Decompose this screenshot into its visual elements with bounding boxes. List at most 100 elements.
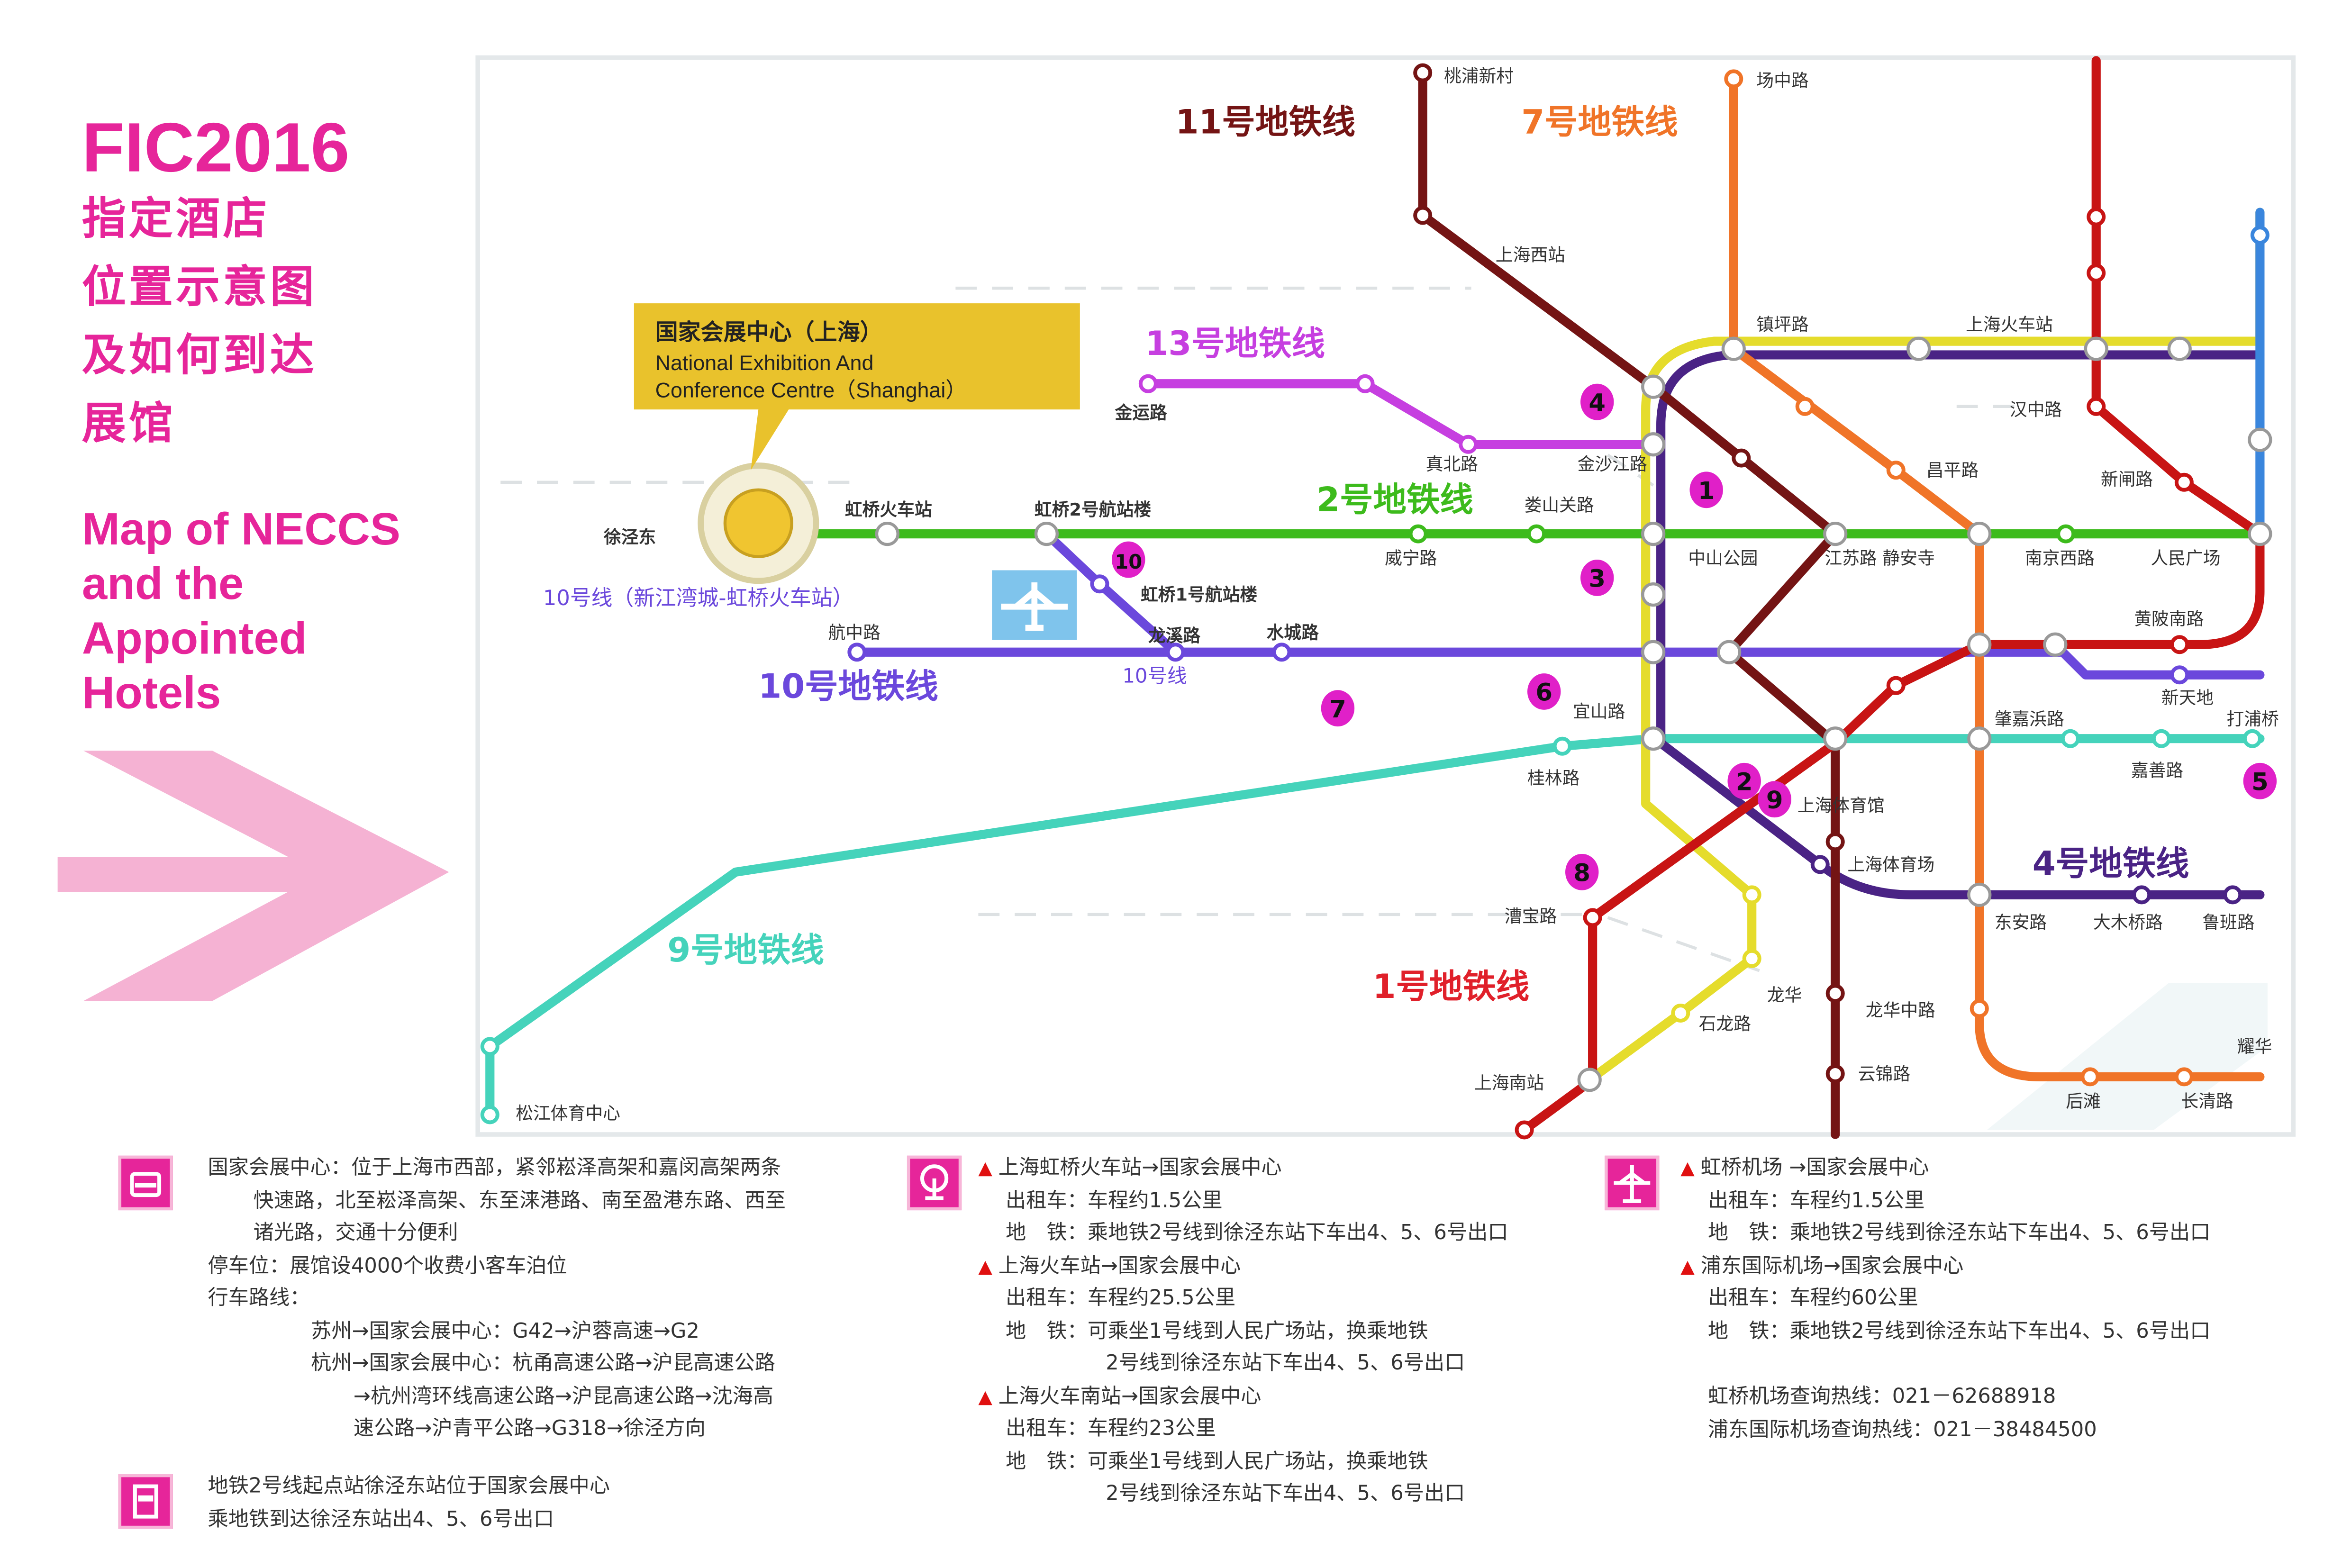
info-line: 地 铁：乘地铁2号线到徐泾东站下车出4、5、6号出口 (1005, 1221, 1508, 1245)
cn-title-line: 展馆 (82, 397, 176, 449)
hotel-badge[interactable]: 2 (1727, 762, 1761, 799)
callout-box: 国家会展中心（上海） National Exhibition And Confe… (634, 303, 1080, 471)
hotel-badge-number: 7 (1329, 695, 1346, 724)
map-frame (475, 55, 2296, 1137)
station-label: 鲁班路 (2202, 912, 2254, 933)
line-10-branch-label: 10号线（新江湾城-虹桥火车站） (543, 585, 854, 610)
interchange-station-icon (1967, 522, 1992, 546)
en-title-line: and the (82, 560, 244, 610)
info-line: 出租车：车程约1.5公里 (1707, 1188, 1925, 1213)
station-icon (2223, 885, 2242, 905)
station-label: 娄山关路 (1525, 495, 1594, 516)
interchange-station-icon (1823, 522, 1848, 546)
interchange-station-icon (1577, 1068, 1602, 1092)
triangle-icon: ▲ (978, 1385, 992, 1407)
line-label-4: 4号地铁线 (2033, 844, 2189, 883)
line-label-1: 1号地铁线 (1373, 967, 1530, 1006)
station-icon (1825, 832, 1845, 852)
interchange-station-icon (1641, 640, 1666, 664)
triangle-icon: ▲ (1680, 1255, 1695, 1277)
station-icon (2061, 729, 2080, 748)
info-line: 出租车：车程约25.5公里 (1005, 1286, 1236, 1311)
station-label: 金运路 (1114, 402, 1167, 423)
route-title: ▲上海虹桥火车站→国家会展中心 (978, 1152, 1508, 1185)
route-title-text: 上海火车站→国家会展中心 (998, 1253, 1241, 1278)
hotel-badge[interactable]: 6 (1527, 673, 1561, 710)
info-line: 地 铁：可乘坐1号线到人民广场站，换乘地铁 (1005, 1449, 1428, 1474)
line-label-2: 2号地铁线 (1316, 480, 1473, 519)
station-label: 松江体育中心 (516, 1103, 620, 1124)
info-line: 出租车：车程约23公里 (1005, 1416, 1216, 1441)
station-icon (1742, 885, 1761, 905)
info-line: 出租车：车程约1.5公里 (1005, 1188, 1223, 1213)
station-icon (1742, 949, 1761, 968)
hotel-badge[interactable]: 4 (1580, 383, 1614, 420)
station-label: 人民广场 (2151, 548, 2220, 569)
line-label-10: 10号地铁线 (758, 667, 938, 706)
hotel-badge-number: 2 (1736, 768, 1753, 797)
station-icon (2170, 665, 2189, 685)
info-line: 行车路线： (208, 1286, 310, 1311)
station-label: 新闸路 (2101, 469, 2153, 489)
station-markers (480, 63, 2269, 1140)
line-10-short-label: 10号线 (1122, 664, 1187, 687)
interchange-markers (875, 336, 2272, 1092)
station-label: 航中路 (828, 622, 880, 643)
station-icon (480, 1037, 499, 1056)
info-line: 速公路→沪青平公路→G318→徐泾方向 (353, 1416, 706, 1441)
hotel-badge[interactable]: 7 (1321, 690, 1355, 727)
hotel-badge[interactable]: 5 (2243, 762, 2277, 799)
interchange-station-icon (1641, 374, 1666, 399)
hotel-badge[interactable]: 8 (1565, 853, 1599, 890)
station-icon (1090, 574, 1109, 594)
car-info: 国家会展中心：位于上海市西部，紧邻崧泽高架和嘉闵高架两条 快速路，北至崧泽高架、… (208, 1152, 785, 1446)
event-title: FIC2016 (82, 108, 350, 187)
en-title-line: Hotels (82, 669, 221, 719)
station-label: 新天地 (2161, 688, 2214, 708)
interchange-station-icon (1967, 726, 1992, 751)
triangle-icon: ▲ (1680, 1157, 1695, 1178)
interchange-station-icon (1721, 336, 1746, 361)
station-icon (1552, 736, 1572, 756)
station-label: 肇嘉浜路 (1995, 709, 2064, 729)
station-label: 昌平路 (1926, 460, 1979, 480)
interchange-station-icon (1823, 726, 1848, 751)
station-icon (2087, 397, 2106, 416)
line-label-7: 7号地铁线 (1521, 103, 1678, 142)
hotel-badge[interactable]: 9 (1758, 781, 1791, 818)
callout-en: Conference Centre（Shanghai） (655, 379, 967, 402)
hotel-badge[interactable]: 10 (1112, 541, 1145, 578)
station-icon (2170, 635, 2189, 654)
station-icon (2080, 1067, 2100, 1087)
poster-title: FIC2016 指定酒店 位置示意图 及如何到达 展馆 Map of NECCS… (82, 109, 400, 722)
station-label: 打浦桥 (2226, 709, 2278, 729)
hotel-badge-number: 1 (1698, 477, 1715, 505)
station-icon (1810, 855, 1830, 874)
hotel-badge[interactable]: 3 (1580, 560, 1614, 596)
station-label: 上海火车站 (1966, 315, 2053, 335)
car-icon (118, 1155, 173, 1211)
info-line: 杭州→国家会展中心：杭甬高速公路→沪昆高速公路 (311, 1351, 775, 1376)
station-icon (1515, 1120, 1534, 1140)
station-icon (1671, 1003, 1690, 1023)
info-line: 2号线到徐泾东站下车出4、5、6号出口 (1106, 1351, 1465, 1376)
hotel-badge[interactable]: 1 (1689, 471, 1723, 508)
pointer-arrow-icon (57, 751, 449, 1001)
hotel-badge-number: 8 (1573, 859, 1590, 888)
info-line: 诸光路，交通十分便利 (253, 1221, 458, 1245)
hotel-badge-number: 4 (1589, 389, 1606, 417)
line-4 (1656, 350, 2265, 899)
station-icon (1527, 524, 1546, 544)
station-label: 龙华 (1767, 985, 1802, 1005)
interchange-station-icon (2167, 336, 2192, 361)
interchange-station-icon (2248, 427, 2272, 452)
station-icon (2087, 207, 2106, 227)
hotel-badge-number: 3 (1589, 565, 1606, 593)
station-icon (1583, 908, 1602, 927)
info-line: 地 铁：乘地铁2号线到徐泾东站下车出4、5、6号出口 (1707, 1221, 2211, 1245)
interchange-station-icon (1641, 726, 1666, 751)
line-label-13: 13号地铁线 (1145, 324, 1325, 363)
info-line: 2号线到徐泾东站下车出4、5、6号出口 (1106, 1481, 1465, 1506)
